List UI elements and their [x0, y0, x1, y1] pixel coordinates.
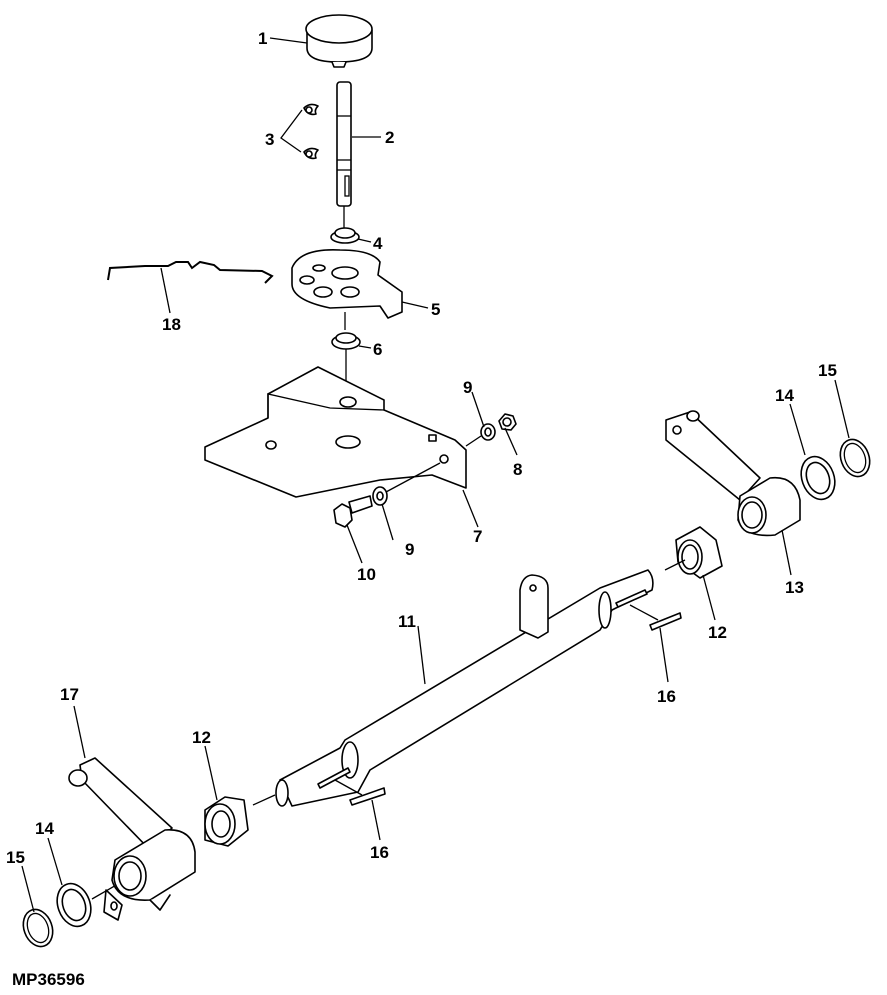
part-arm-right [665, 410, 801, 537]
callout-labels: 1 2 3 4 5 6 7 8 9 9 10 11 12 12 13 14 14… [6, 29, 837, 867]
callout-2: 2 [385, 128, 394, 147]
part-spring-wire [107, 260, 274, 284]
part-washer-right [800, 455, 836, 501]
callout-9-upper: 9 [463, 378, 472, 397]
callout-5: 5 [431, 300, 440, 319]
part-shaft [336, 81, 352, 232]
callout-8: 8 [513, 460, 522, 479]
part-snap-ring-left [22, 908, 54, 948]
callout-4: 4 [373, 234, 383, 253]
callout-17: 17 [60, 685, 79, 704]
callout-10: 10 [357, 565, 376, 584]
part-arm-left [68, 757, 196, 921]
callout-7: 7 [473, 527, 482, 546]
callout-14-left: 14 [35, 819, 54, 838]
part-nut [498, 413, 517, 431]
part-washer-upper [465, 423, 496, 447]
callout-14-right: 14 [775, 386, 794, 405]
part-bushing-left [204, 794, 276, 847]
callout-15-right: 15 [818, 361, 837, 380]
callout-12-right: 12 [708, 623, 727, 642]
part-detent-plate [291, 249, 403, 330]
part-bolt [333, 495, 373, 528]
part-washer-lower [372, 462, 441, 506]
part-bushing-upper [330, 227, 360, 244]
callout-6: 6 [373, 340, 382, 359]
part-key-right [629, 604, 682, 631]
callout-15-left: 15 [6, 848, 25, 867]
part-bushing-right [664, 526, 723, 579]
callout-1: 1 [258, 29, 267, 48]
part-e-rings [280, 103, 319, 160]
part-cross-shaft [275, 569, 654, 807]
part-snap-ring-right [839, 438, 871, 478]
part-bushing-lower [331, 332, 361, 398]
callout-12-left: 12 [192, 728, 211, 747]
callout-9-lower: 9 [405, 540, 414, 559]
part-key-left [334, 779, 386, 806]
callout-3: 3 [265, 130, 274, 149]
callout-11: 11 [398, 612, 416, 631]
callout-18: 18 [162, 315, 181, 334]
figure-id: MP36596 [12, 970, 85, 989]
callout-16-left: 16 [370, 843, 389, 862]
callout-16-right: 16 [657, 687, 676, 706]
callout-13: 13 [785, 578, 804, 597]
leader-lines [21, 37, 850, 913]
part-bracket [204, 366, 467, 498]
part-knob [305, 14, 373, 68]
part-washer-left [56, 879, 126, 928]
